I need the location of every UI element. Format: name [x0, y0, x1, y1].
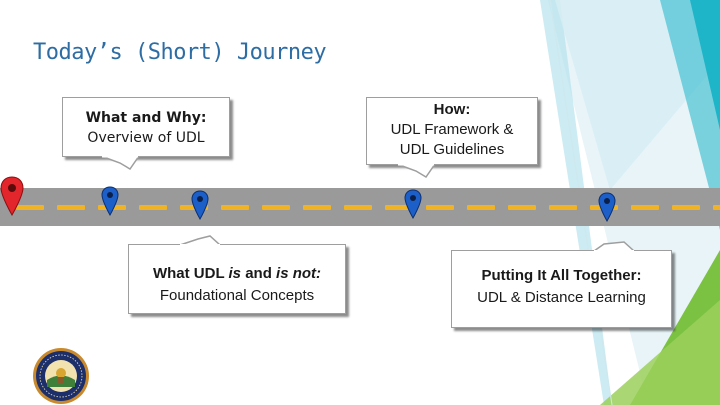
slide-title: Today’s (Short) Journey: [33, 40, 327, 65]
heading-emphasis: is: [228, 265, 242, 282]
road-dash: [549, 205, 577, 210]
callout-heading: How:: [433, 101, 471, 118]
callout-what-udl: What UDL is and is not: Foundational Con…: [128, 244, 346, 314]
department-seal-logo: [33, 348, 89, 404]
map-pin-blue-icon: [191, 190, 209, 220]
heading-part: What UDL: [152, 265, 229, 282]
callout-putting-it-together: Putting It All Together: UDL & Distance …: [451, 250, 672, 328]
road-dash: [16, 205, 44, 210]
map-pin-blue-icon: [404, 189, 422, 219]
callout-how: How: UDL Framework & UDL Guidelines: [366, 97, 538, 165]
callout-top-edge: [180, 244, 220, 247]
callout-body: UDL & Distance Learning: [477, 289, 646, 306]
map-pin-blue-icon: [101, 186, 119, 216]
road-dash: [262, 205, 290, 210]
callout-body: Overview of UDL: [87, 130, 205, 146]
map-pin-red-icon: [0, 176, 24, 216]
callout-heading: What UDL is and is not:: [129, 263, 345, 285]
road-dash: [139, 205, 167, 210]
road-dash: [631, 205, 659, 210]
road-dash: [672, 205, 700, 210]
callout-what-and-why: What and Why: Overview of UDL: [62, 97, 230, 157]
road-dash: [344, 205, 372, 210]
callout-body-line2: UDL Guidelines: [399, 141, 505, 158]
callout-heading: Putting It All Together:: [481, 267, 642, 284]
callout-top-edge: [594, 250, 634, 253]
road-dash: [57, 205, 85, 210]
road-dash: [385, 205, 413, 210]
road-dash: [303, 205, 331, 210]
map-pin-blue-icon: [598, 192, 616, 222]
heading-emphasis: is not:: [276, 265, 322, 282]
road-dash: [426, 205, 454, 210]
callout-body: Foundational Concepts: [159, 287, 315, 304]
callout-pointer: [100, 156, 140, 170]
heading-part: and: [241, 265, 277, 282]
road-dash: [467, 205, 495, 210]
callout-pointer: [396, 164, 436, 178]
callout-body-line1: UDL Framework &: [390, 121, 514, 138]
road-dash: [713, 205, 720, 210]
callout-heading: What and Why:: [85, 110, 207, 126]
road-dash: [221, 205, 249, 210]
road-dash: [508, 205, 536, 210]
